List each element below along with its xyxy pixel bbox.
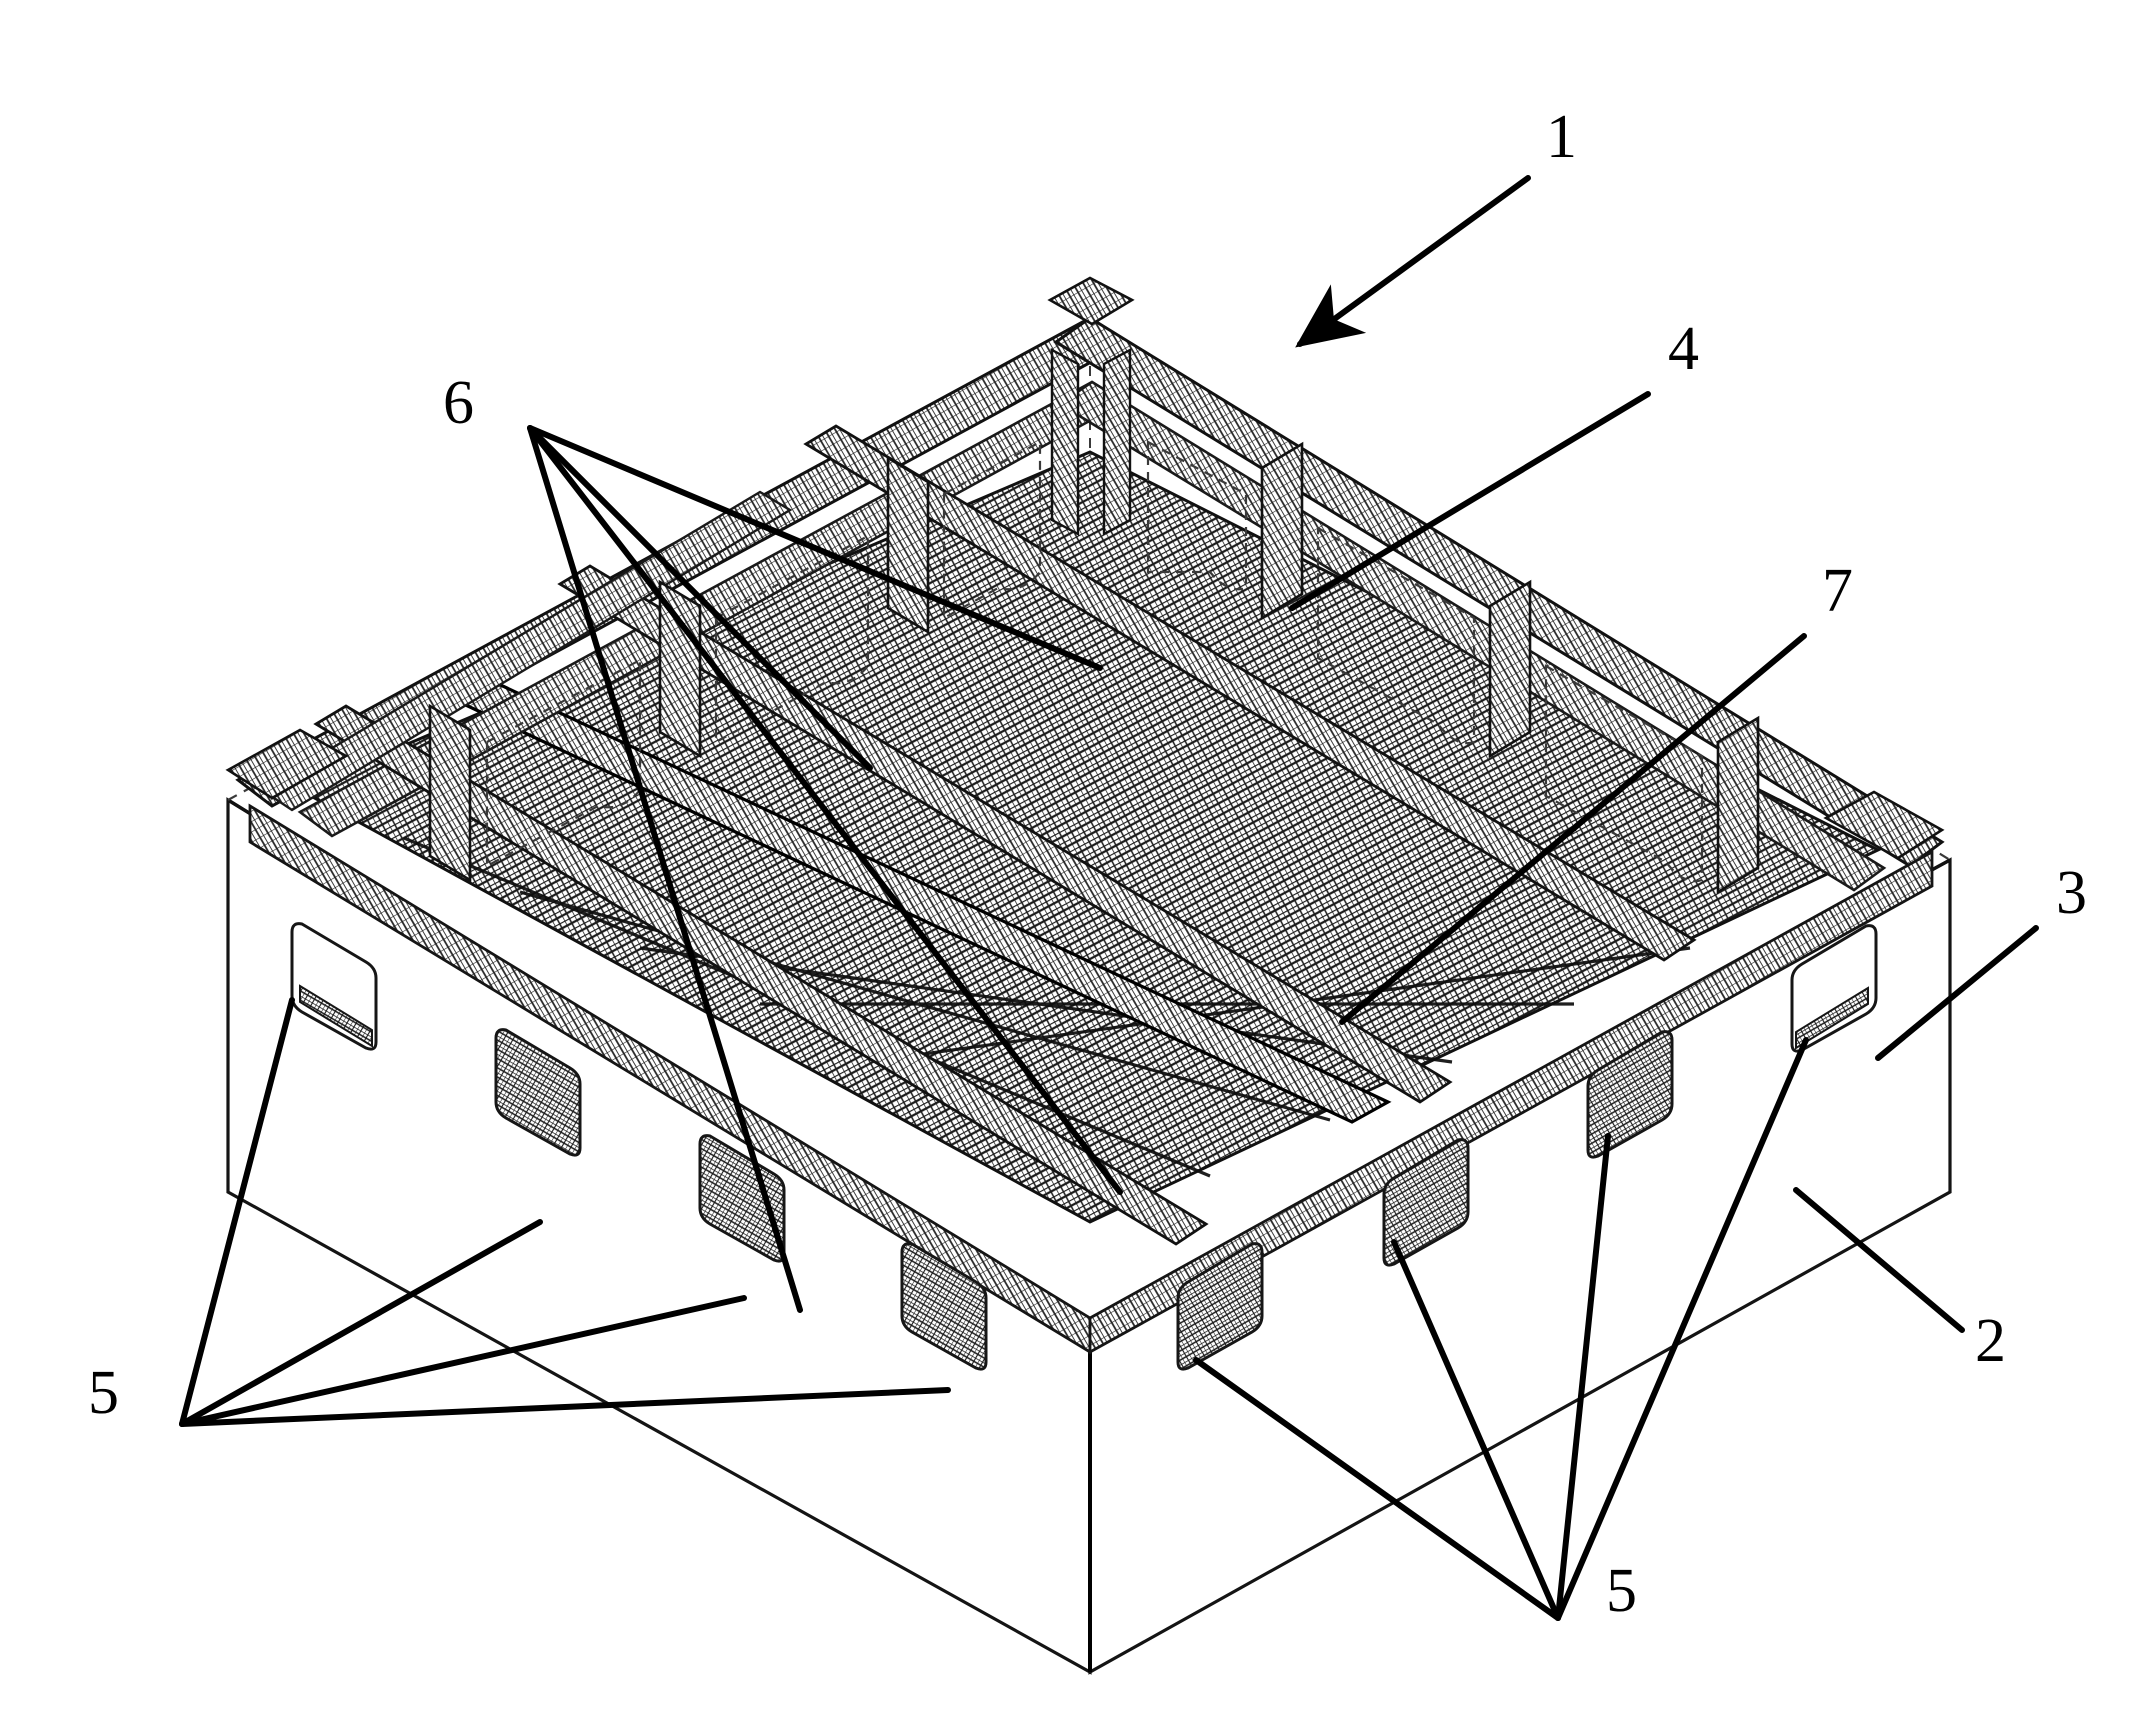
frame-post (1050, 347, 1080, 537)
frame-post (1488, 579, 1532, 759)
vent-left-4 (900, 1242, 988, 1371)
ref-label-3: 3 (2056, 859, 2087, 927)
corner-fitting (1047, 276, 1135, 326)
frame-post (1260, 441, 1304, 621)
frame-panel-openings (485, 440, 1704, 883)
leader-4 (1289, 391, 1651, 611)
vent-right-2 (1382, 1138, 1470, 1267)
ref-label-2: 2 (1975, 1307, 2006, 1375)
frame-post (1102, 347, 1132, 537)
frame-post (1716, 715, 1760, 895)
frame-cross-rail-c (803, 424, 1697, 962)
frame-post (886, 455, 930, 635)
leader-3 (1875, 925, 2039, 1061)
vent-left-2 (494, 1028, 582, 1157)
leader-7 (1339, 633, 1807, 1025)
leader-2 (1793, 1187, 1965, 1333)
frame-post (658, 579, 702, 759)
frame-cross-rail-b (557, 564, 1453, 1104)
vent-left-1 (290, 922, 378, 1051)
corner-fitting (1823, 790, 1945, 860)
vent-right-3 (1586, 1030, 1674, 1159)
ref-label-5-right: 5 (1606, 1557, 1637, 1625)
vent-right-1 (1176, 1242, 1264, 1371)
leader-5-left-fan (179, 997, 951, 1427)
leader-6-fan (527, 425, 1123, 1313)
frame-post (428, 703, 472, 883)
frame-posts-right (1260, 441, 1760, 895)
frame-rail-tx-a (259, 490, 793, 812)
frame-posts-left (428, 455, 930, 883)
leader-lines (179, 175, 2039, 1621)
frame-rail-front-right (1088, 849, 1934, 1355)
ref-label-6: 6 (443, 369, 474, 437)
leader-1 (1295, 175, 1531, 348)
corner-fittings (225, 276, 1945, 860)
vent-right-4 (1790, 924, 1878, 1053)
frame-cross-rail-a (313, 704, 1209, 1246)
ref-label-7: 7 (1822, 557, 1853, 625)
leader-5-right-fan (1193, 1037, 1809, 1621)
ref-label-4: 4 (1668, 315, 1699, 383)
ref-label-1: 1 (1546, 103, 1577, 171)
ventilation-grilles (290, 922, 1878, 1371)
corner-fitting (225, 728, 349, 800)
frame-posts-apex (1050, 347, 1132, 537)
ref-label-5-left: 5 (88, 1359, 119, 1427)
